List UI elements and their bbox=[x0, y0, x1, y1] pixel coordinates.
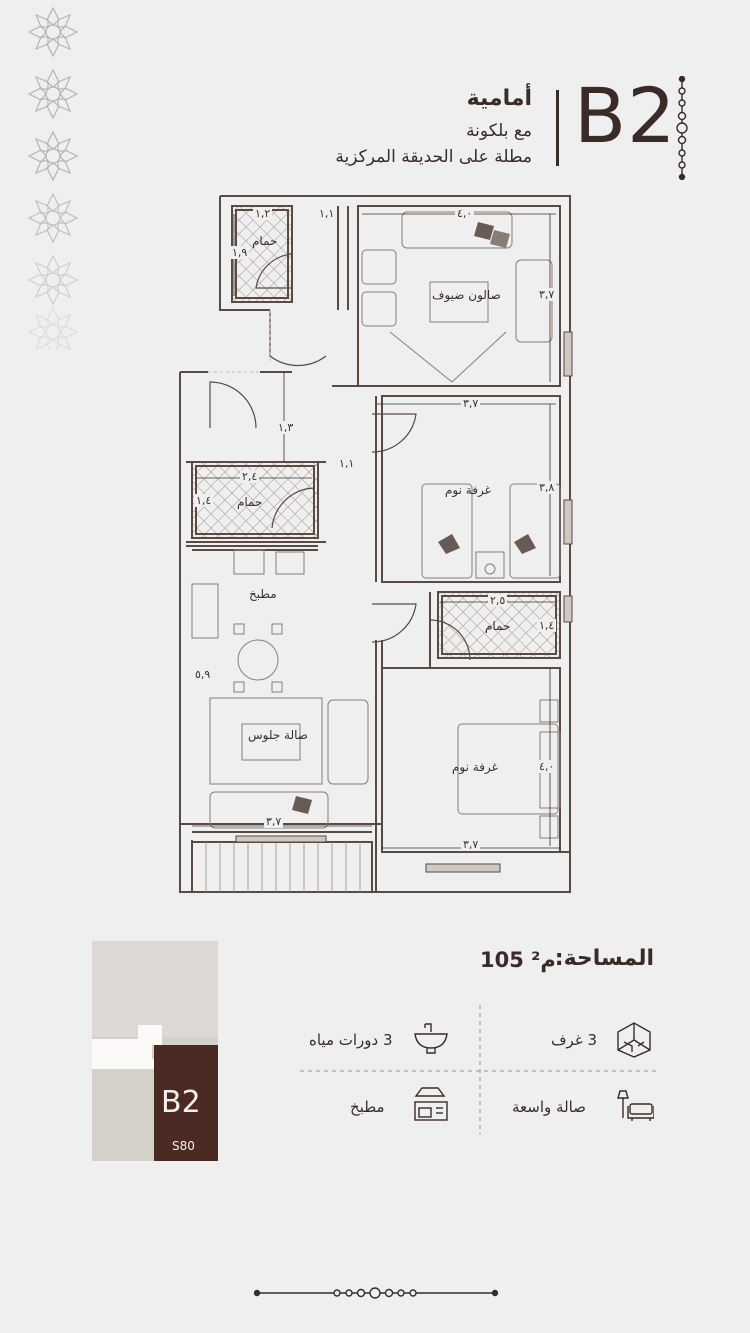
feature-rooms-label: 3 غرف bbox=[551, 1031, 597, 1049]
dim-bath-mid-h: ١,٤ bbox=[194, 494, 214, 507]
door-mid-bath bbox=[271, 487, 315, 529]
feature-hall-label: صالة واسعة bbox=[512, 1098, 586, 1116]
door-right-bath bbox=[429, 619, 471, 661]
label-bath-right: حمام bbox=[485, 619, 511, 633]
area-value: 105 م² bbox=[480, 948, 556, 972]
label-kitchen: مطبخ bbox=[249, 587, 277, 601]
dim-corridor-low: ١,١ bbox=[337, 457, 357, 470]
dim-bed2-h: ٤,٠ bbox=[537, 760, 557, 773]
bed-room-icon bbox=[617, 1022, 651, 1058]
door-top-bath bbox=[255, 253, 293, 289]
unit-location-thumbnail: B2 S80 bbox=[92, 941, 218, 1161]
unit-feature-line-1: مع بلكونة bbox=[466, 121, 532, 141]
dim-living-h: ٥,٩ bbox=[193, 668, 213, 681]
area-label: المساحة: bbox=[554, 946, 654, 971]
label-bedroom-1: غرفة نوم bbox=[445, 483, 491, 497]
unit-orientation-title: أمامية bbox=[466, 86, 532, 111]
dim-bed1-h: ٣,٨ bbox=[537, 481, 557, 494]
dim-bath-top-h: ١,٩ bbox=[230, 246, 250, 259]
label-bath-mid: حمام bbox=[237, 495, 263, 509]
door-bed2 bbox=[371, 603, 417, 643]
label-living: صالة جلوس bbox=[248, 728, 308, 742]
dim-bed1-w: ٣,٧ bbox=[461, 397, 481, 410]
label-bath-top: حمام bbox=[252, 234, 278, 248]
dim-salon-h: ٣,٧ bbox=[537, 288, 557, 301]
stove-oven-icon bbox=[414, 1087, 448, 1121]
sofa-lamp-icon bbox=[617, 1090, 654, 1121]
door-entry bbox=[209, 381, 257, 429]
dim-corridor-mid: ١,٣ bbox=[276, 421, 296, 434]
door-corridor bbox=[269, 310, 327, 367]
thumbnail-unit-code: B2 bbox=[161, 1085, 201, 1120]
label-bedroom-2: غرفة نوم bbox=[452, 760, 498, 774]
dim-bed2-w: ٣,٧ bbox=[461, 838, 481, 851]
dim-salon-w: ٤,٠ bbox=[455, 207, 475, 220]
unit-feature-line-2: مطلة على الحديقة المركزية bbox=[335, 147, 532, 167]
feature-kitchen-label: مطبخ bbox=[350, 1098, 385, 1116]
dim-bath-top-w: ١,٢ bbox=[253, 207, 273, 220]
header-divider bbox=[556, 90, 559, 166]
footer-dot-ornament bbox=[254, 1287, 498, 1299]
feature-grid-lines bbox=[300, 1005, 660, 1135]
floor-plan bbox=[179, 195, 573, 893]
dim-corridor-top: ١,١ bbox=[317, 207, 337, 220]
feature-bathrooms-label: 3 دورات مياه bbox=[309, 1031, 393, 1049]
unit-code: B2 bbox=[574, 71, 677, 160]
header-dot-ornament bbox=[676, 76, 688, 180]
dim-bath-right-w: ٢,٥ bbox=[488, 594, 508, 607]
ornament-pattern bbox=[27, 6, 79, 350]
balcony bbox=[191, 841, 373, 893]
dim-bath-mid-w: ٢,٤ bbox=[240, 470, 260, 483]
sink-icon bbox=[414, 1023, 448, 1054]
label-guest-salon: صالون ضيوف bbox=[432, 288, 501, 302]
dim-bath-right-h: ١,٤ bbox=[537, 619, 557, 632]
dim-living-w: ٣,٧ bbox=[264, 815, 284, 828]
door-bed1 bbox=[371, 413, 417, 453]
thumbnail-sub-code: S80 bbox=[172, 1139, 195, 1153]
